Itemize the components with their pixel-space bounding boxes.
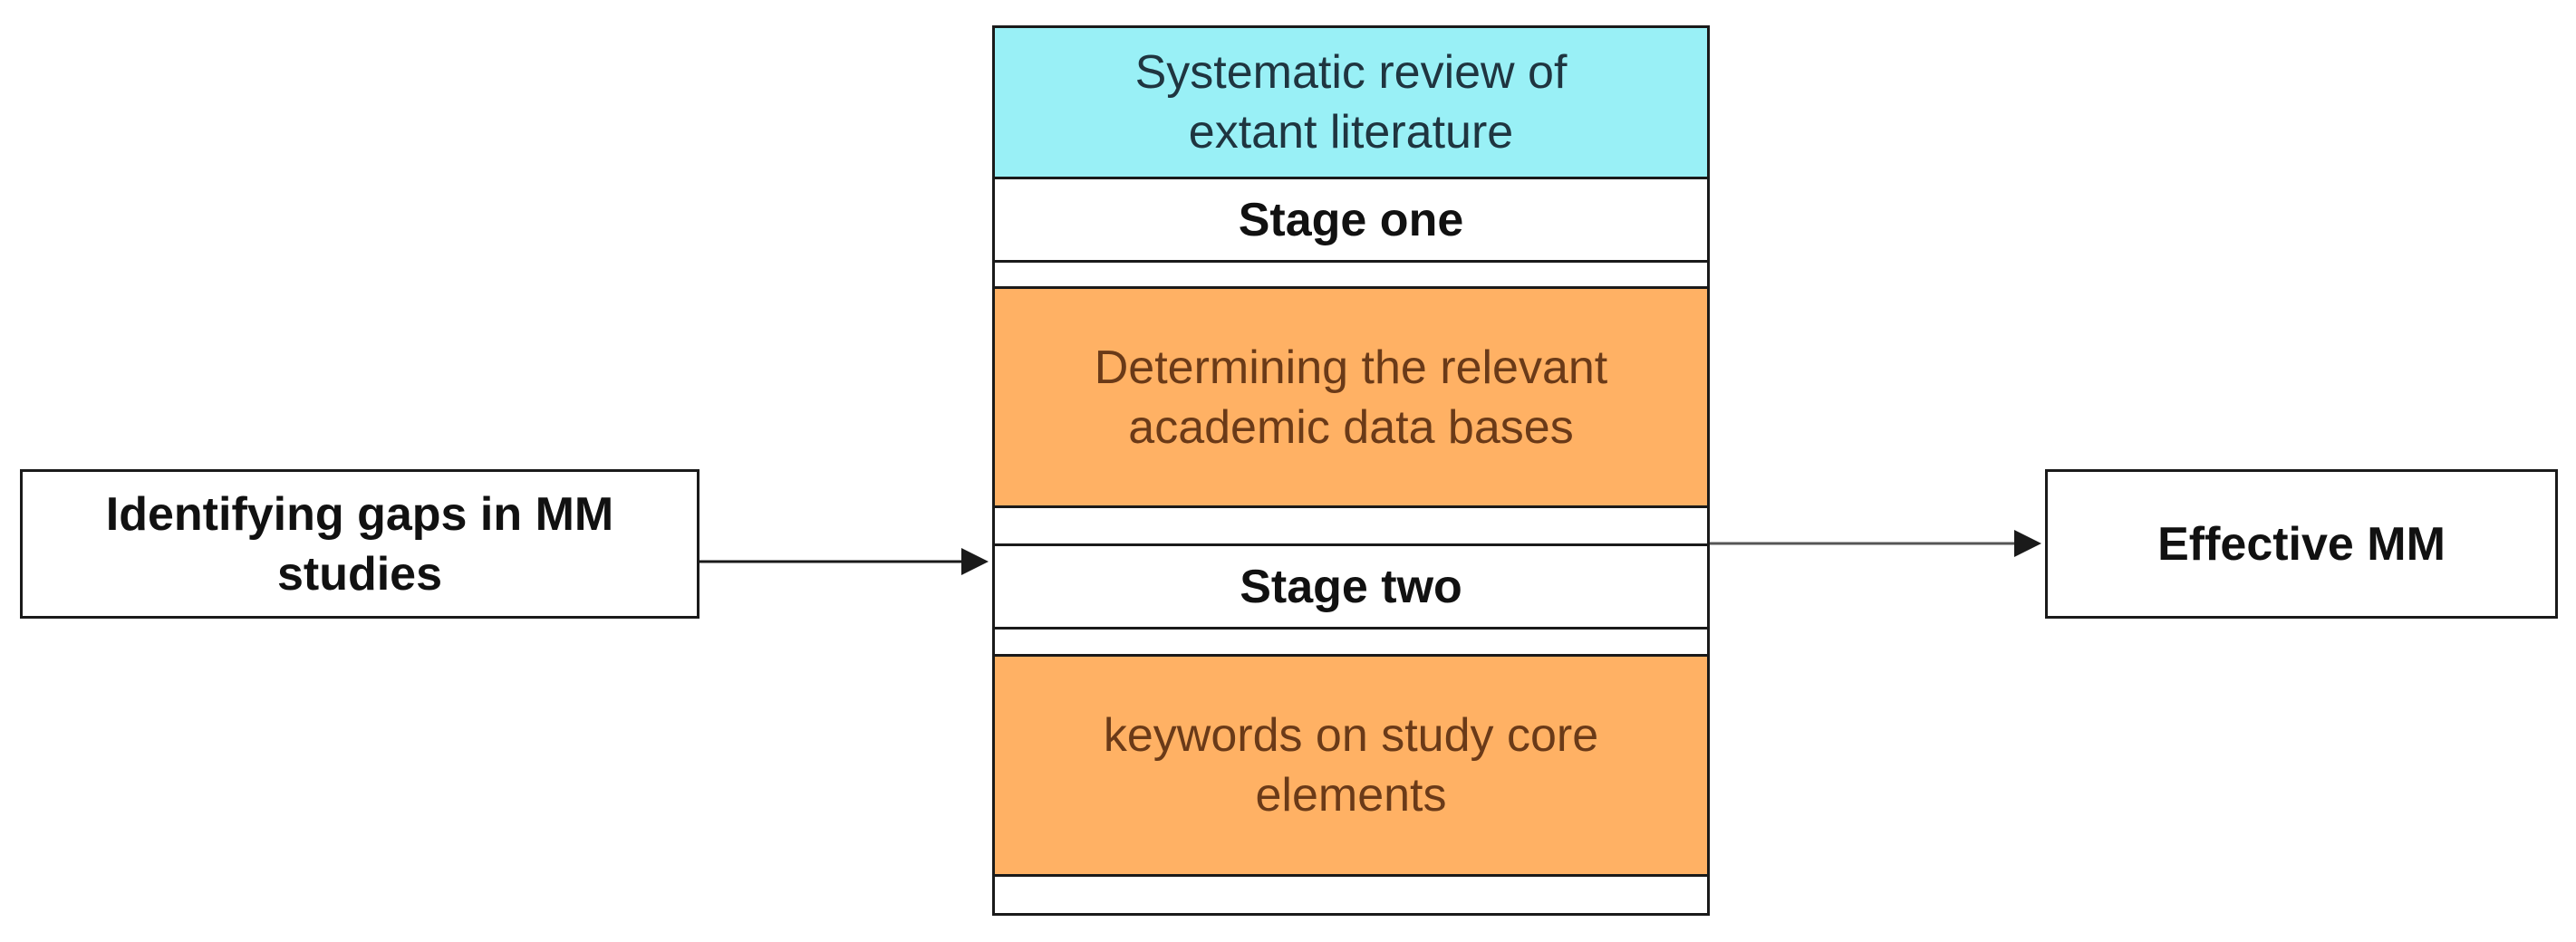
stage-two-box: Stage two bbox=[992, 543, 1710, 630]
stage-one-step-text: Determining the relevant academic data b… bbox=[1094, 341, 1608, 454]
stage-one-spacer bbox=[992, 260, 1710, 289]
stage-two-step-text: keywords on study core elements bbox=[1103, 709, 1599, 822]
effective-mm-label: Effective MM bbox=[2157, 517, 2446, 571]
effective-mm-box: Effective MM bbox=[2045, 469, 2558, 619]
stage-one-label: Stage one bbox=[1238, 193, 1464, 246]
stage-two-top-spacer bbox=[992, 505, 1710, 546]
bottom-spacer bbox=[992, 874, 1710, 916]
gaps-box-label: Identifying gaps in MM studies bbox=[105, 487, 614, 601]
systematic-review-title: Systematic review of extant literature bbox=[1134, 46, 1568, 159]
stage-one-step-box: Determining the relevant academic data b… bbox=[992, 286, 1710, 508]
systematic-review-title-box: Systematic review of extant literature bbox=[992, 25, 1710, 179]
gaps-box: Identifying gaps in MM studies bbox=[20, 469, 699, 619]
stage-two-step-box: keywords on study core elements bbox=[992, 654, 1710, 877]
stage-two-spacer bbox=[992, 627, 1710, 657]
stage-one-box: Stage one bbox=[992, 177, 1710, 263]
stage-two-label: Stage two bbox=[1240, 560, 1462, 613]
